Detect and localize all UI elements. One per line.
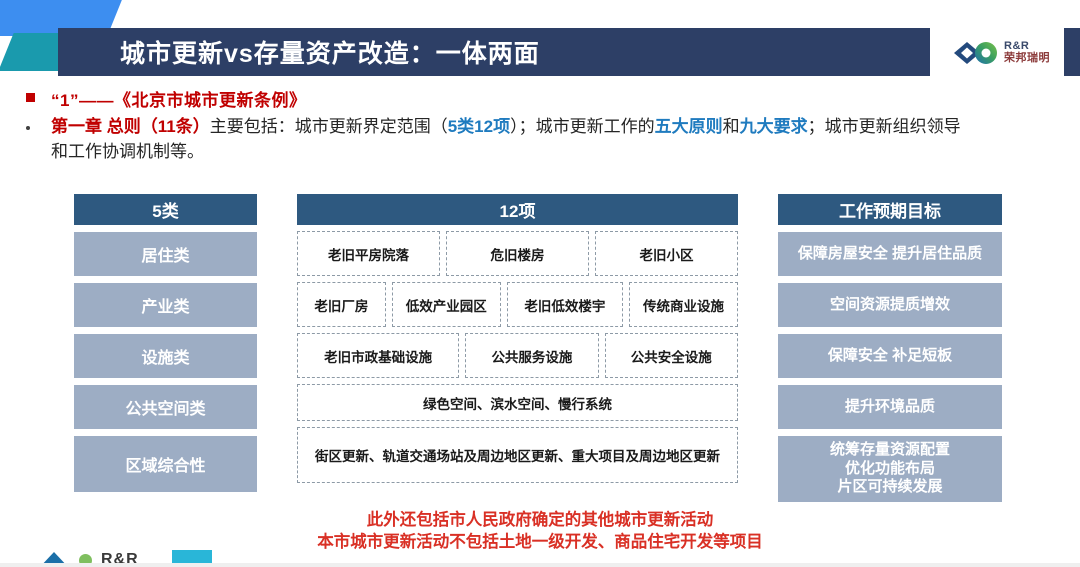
left-cell-4[interactable]: 区域综合性 <box>74 436 257 492</box>
bottom-strip <box>0 563 1080 567</box>
column-categories: 5类 居住类 产业类 设施类 公共空间类 区域综合性 <box>74 194 257 492</box>
bullet-2-hl1: 5类12项 <box>447 117 511 136</box>
left-cell-1[interactable]: 产业类 <box>74 283 257 327</box>
bullet-2-p2: ）；城市更新工作的 <box>510 117 655 136</box>
middle-cell-1-1[interactable]: 低效产业园区 <box>391 282 501 327</box>
middle-row-3: 绿色空间、滨水空间、慢行系统 <box>297 384 738 421</box>
bullet-item-1: “1”——《北京市城市更新条例》 <box>26 86 1066 111</box>
middle-row-1: 老旧厂房 低效产业园区 老旧低效楼宇 传统商业设施 <box>297 282 738 327</box>
left-cell-3[interactable]: 公共空间类 <box>74 385 257 429</box>
bullet-2-p1: 主要包括：城市更新界定范围（ <box>209 117 448 136</box>
logo-wordmark: R&R 荣邦瑞明 <box>1004 41 1050 64</box>
dot-bullet-icon <box>26 126 30 130</box>
bullet-1-text: “1”——《北京市城市更新条例》 <box>51 91 307 110</box>
middle-cell-0-0[interactable]: 老旧平房院落 <box>297 231 440 276</box>
right-cell-3[interactable]: 提升环境品质 <box>778 385 1002 429</box>
right-cell-0[interactable]: 保障房屋安全 提升居住品质 <box>778 232 1002 276</box>
bullet-2-p4: ；城市更新组织领导 <box>807 117 961 136</box>
right-cell-2[interactable]: 保障安全 补足短板 <box>778 334 1002 378</box>
middle-cell-1-0[interactable]: 老旧厂房 <box>297 282 386 327</box>
middle-row-2: 老旧市政基础设施 公共服务设施 公共安全设施 <box>297 333 738 378</box>
infinity-diamond-icon <box>954 42 997 64</box>
footnote-line-2: 本市城市更新活动不包括土地一级开发、商品住宅开发等项目 <box>317 533 763 552</box>
bullet-2-hl2: 五大原则 <box>654 117 723 136</box>
logo-en-text: R&R <box>1004 40 1030 53</box>
square-bullet-icon <box>26 93 35 102</box>
middle-cell-2-1[interactable]: 公共服务设施 <box>465 333 599 378</box>
column-header-left: 5类 <box>74 194 257 225</box>
logo-cn-text: 荣邦瑞明 <box>1004 52 1050 64</box>
right-cell-1[interactable]: 空间资源提质增效 <box>778 283 1002 327</box>
title-bar-right-block <box>1064 28 1080 76</box>
left-cell-2[interactable]: 设施类 <box>74 334 257 378</box>
middle-row-4: 街区更新、轨道交通场站及周边地区更新、重大项目及周边地区更新 <box>297 427 738 483</box>
column-goals: 工作预期目标 保障房屋安全 提升居住品质 空间资源提质增效 保障安全 补足短板 … <box>778 194 1002 502</box>
slide-title-bar: 城市更新vs存量资产改造：一体两面 <box>58 28 930 76</box>
middle-cell-1-3[interactable]: 传统商业设施 <box>628 282 738 327</box>
footnote-line-1: 此外还包括市人民政府确定的其他城市更新活动 <box>366 511 714 529</box>
middle-cell-3-0[interactable]: 绿色空间、滨水空间、慢行系统 <box>297 384 738 421</box>
column-items: 12项 老旧平房院落 危旧楼房 老旧小区 老旧厂房 低效产业园区 老旧低效楼宇 … <box>297 194 738 483</box>
middle-cell-2-0[interactable]: 老旧市政基础设施 <box>297 333 460 378</box>
page-title: 城市更新vs存量资产改造：一体两面 <box>120 40 540 68</box>
bullet-2-p3: 和 <box>722 117 740 136</box>
column-header-middle: 12项 <box>297 194 738 225</box>
bullet-list: “1”——《北京市城市更新条例》 第一章 总则（11条）主要包括：城市更新界定范… <box>26 86 1066 164</box>
middle-cell-4-0[interactable]: 街区更新、轨道交通场站及周边地区更新、重大项目及周边地区更新 <box>297 427 738 483</box>
middle-row-0: 老旧平房院落 危旧楼房 老旧小区 <box>297 231 738 276</box>
middle-cell-0-2[interactable]: 老旧小区 <box>595 231 738 276</box>
bullet-2-lead: 第一章 总则（11条） <box>51 117 210 136</box>
middle-cell-1-2[interactable]: 老旧低效楼宇 <box>506 282 623 327</box>
right-cell-4[interactable]: 统筹存量资源配置 优化功能布局 片区可持续发展 <box>778 436 1002 502</box>
bullet-2-text: 第一章 总则（11条）主要包括：城市更新界定范围（5类12项）；城市更新工作的五… <box>51 115 961 164</box>
middle-cell-2-2[interactable]: 公共安全设施 <box>604 333 738 378</box>
bottom-cyan-block <box>172 550 212 567</box>
middle-cell-0-1[interactable]: 危旧楼房 <box>446 231 589 276</box>
bullet-2-hl3: 九大要求 <box>739 117 808 136</box>
brand-logo: R&R 荣邦瑞明 <box>952 40 1050 66</box>
bullet-2-p5: 和工作协调机制等。 <box>51 141 204 161</box>
left-cell-0[interactable]: 居住类 <box>74 232 257 276</box>
footnote-block: 此外还包括市人民政府确定的其他城市更新活动 本市城市更新活动不包括土地一级开发、… <box>0 509 1080 554</box>
column-header-right: 工作预期目标 <box>778 194 1002 225</box>
bullet-item-2: 第一章 总则（11条）主要包括：城市更新界定范围（5类12项）；城市更新工作的五… <box>26 115 1066 164</box>
